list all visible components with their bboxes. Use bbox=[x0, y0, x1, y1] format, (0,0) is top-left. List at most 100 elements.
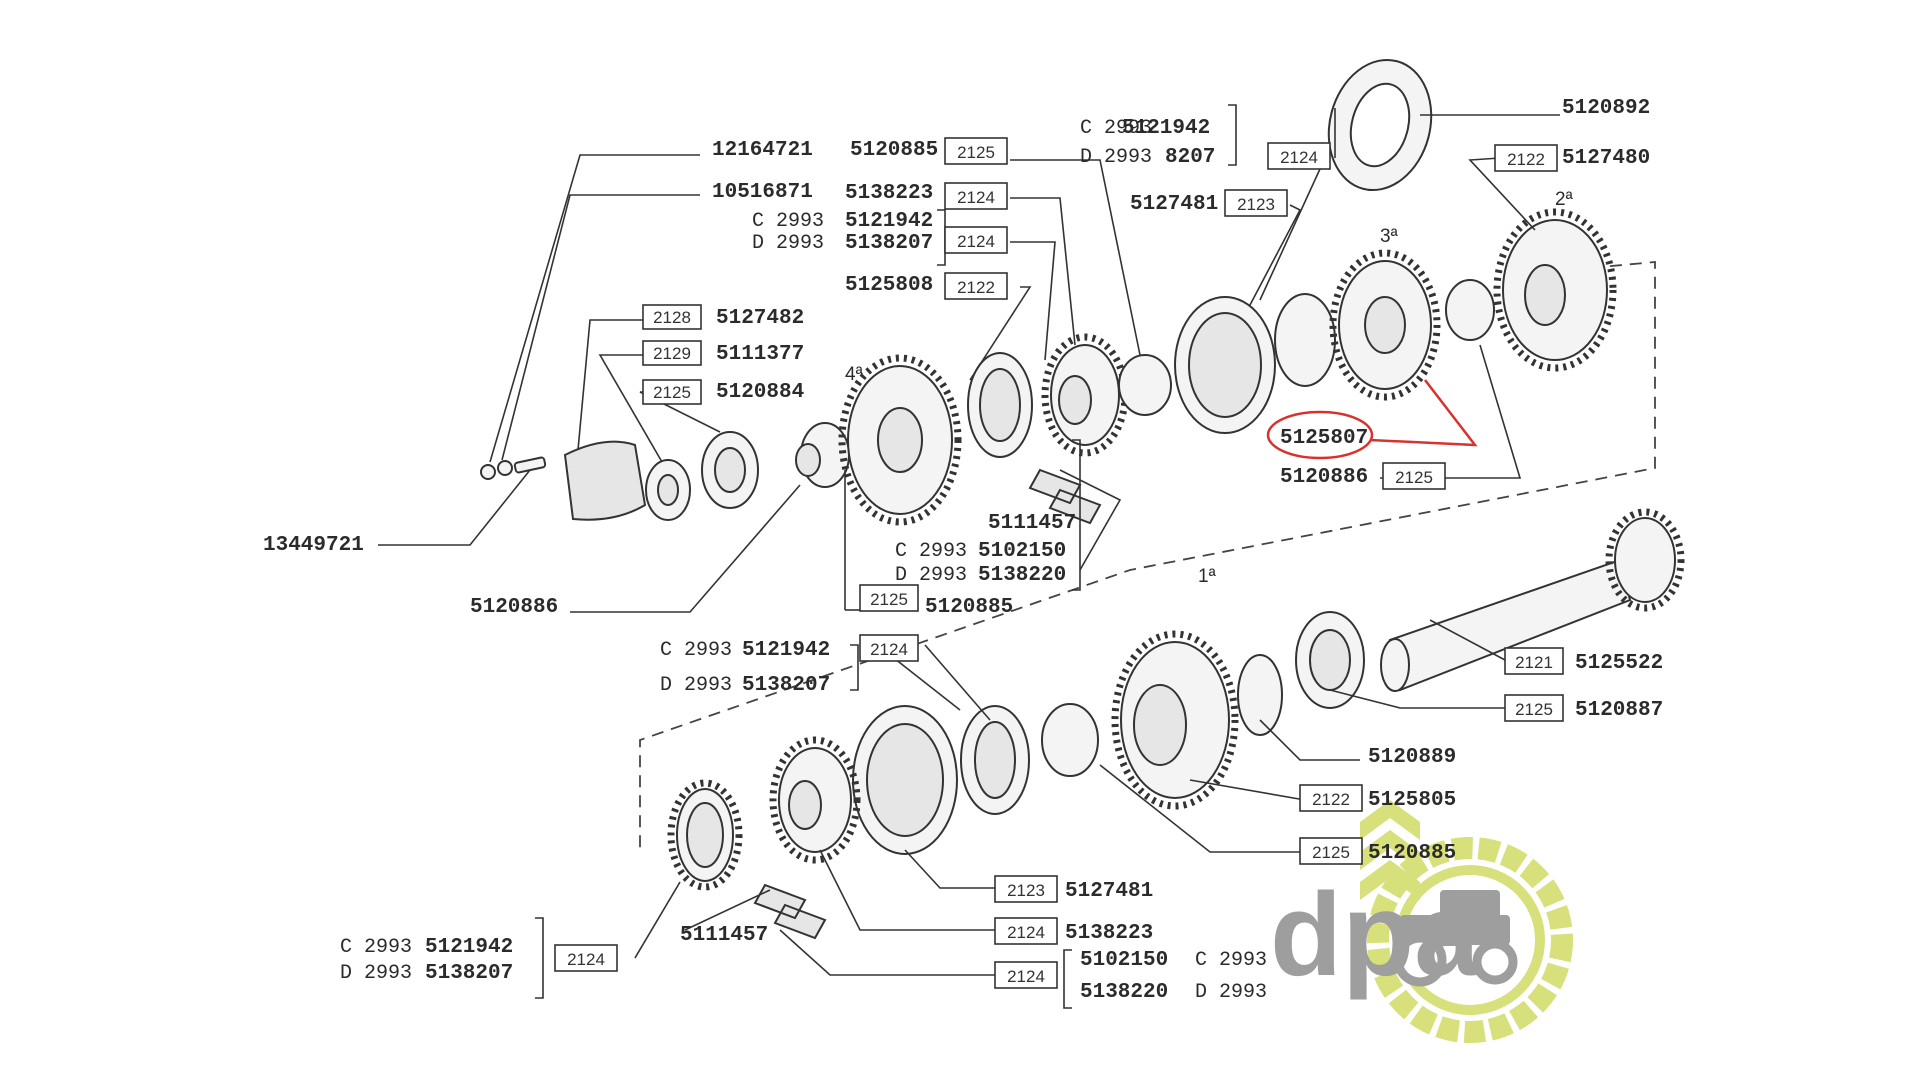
part-label: 5125807 bbox=[1280, 427, 1368, 450]
part-label: 5138207 bbox=[425, 962, 513, 985]
part-label: 13449721 bbox=[263, 534, 364, 557]
synchro-sleeve-upper bbox=[1174, 296, 1276, 434]
code-label: C 2993 bbox=[1080, 117, 1152, 140]
gear-1st bbox=[1111, 630, 1239, 810]
bushing-2nd bbox=[1445, 279, 1495, 341]
ref-box: 2124 bbox=[567, 950, 605, 969]
part-label: 5120884 bbox=[716, 381, 804, 404]
ref-box: 2122 bbox=[957, 278, 995, 297]
code-label: D 2993 bbox=[660, 674, 732, 697]
synchro-ring-lower-2 bbox=[667, 779, 743, 891]
part-label: 5121942 bbox=[1122, 117, 1210, 140]
key-set-lower bbox=[753, 883, 827, 940]
part-label: 5125808 bbox=[845, 274, 933, 297]
part-label: 12164721 bbox=[712, 139, 813, 162]
bushing-mid bbox=[1118, 354, 1172, 416]
part-label: 5120889 bbox=[1368, 746, 1456, 769]
gear-label-2: 2ª bbox=[1555, 189, 1574, 210]
part-label: 5111457 bbox=[988, 512, 1076, 535]
synchro-sleeve-lower bbox=[852, 705, 958, 855]
gear-label-4: 4ª bbox=[845, 364, 864, 385]
ref-box: 2123 bbox=[1237, 195, 1275, 214]
bearing-lower bbox=[1295, 611, 1365, 709]
ref-box: 2124 bbox=[870, 640, 908, 659]
part-label: 5121942 bbox=[845, 210, 933, 233]
part-label: 5138223 bbox=[1065, 922, 1153, 945]
ref-box: 2122 bbox=[1507, 150, 1545, 169]
code-label: C 2993 bbox=[660, 639, 732, 662]
main-shaft bbox=[1380, 508, 1685, 692]
code-label: D 2993 bbox=[1080, 146, 1152, 169]
part-label: 5120887 bbox=[1575, 699, 1663, 722]
code-label: D 2993 bbox=[340, 962, 412, 985]
tractor-icon bbox=[1393, 890, 1518, 987]
part-label: 5138220 bbox=[1080, 981, 1168, 1004]
upper-shaft-parts bbox=[480, 58, 1617, 526]
ref-box: 2124 bbox=[1007, 923, 1045, 942]
ref-boxes: 2125 2124 2124 2122 2128 2129 2125 2124 … bbox=[554, 137, 1564, 989]
part-labels: 12164721 10516871 13449721 5120886 51208… bbox=[263, 97, 1663, 1004]
part-label: 5138207 bbox=[845, 232, 933, 255]
part-label: 5120885 bbox=[925, 596, 1013, 619]
gear-4th bbox=[838, 354, 962, 526]
ref-box: 2129 bbox=[653, 344, 691, 363]
ref-box: 2124 bbox=[957, 232, 995, 251]
variant-codes: C 2993 D 2993 C 2993 D 2993 C 2993 D 299… bbox=[340, 117, 1267, 1004]
code-label: C 2993 bbox=[1195, 949, 1267, 972]
bearing-cover bbox=[563, 440, 647, 521]
part-label: 5121942 bbox=[425, 936, 513, 959]
key-set-upper bbox=[1028, 468, 1102, 525]
leader-lines bbox=[378, 108, 1560, 976]
part-label: 5120892 bbox=[1562, 97, 1650, 120]
ref-box: 2125 bbox=[1312, 843, 1350, 862]
code-label: D 2993 bbox=[752, 232, 824, 255]
part-label: 5125522 bbox=[1575, 652, 1663, 675]
part-label: 10516871 bbox=[712, 181, 813, 204]
part-label: 5111377 bbox=[716, 343, 804, 366]
ref-box: 2125 bbox=[1515, 700, 1553, 719]
part-label: 5127481 bbox=[1130, 193, 1218, 216]
part-label: 5127482 bbox=[716, 307, 804, 330]
gear-3rd bbox=[1329, 249, 1441, 401]
ref-box: 2121 bbox=[1515, 653, 1553, 672]
ref-box: 2124 bbox=[957, 188, 995, 207]
assembly-outline bbox=[639, 261, 1656, 855]
part-label: 5120885 bbox=[1368, 842, 1456, 865]
part-label: 5111457 bbox=[680, 924, 768, 947]
synchro-hub-upper bbox=[1041, 333, 1129, 457]
code-label: D 2993 bbox=[1195, 981, 1267, 1004]
ref-box: 2122 bbox=[1312, 790, 1350, 809]
washer-lower bbox=[1237, 654, 1283, 736]
part-label: 5138223 bbox=[845, 182, 933, 205]
part-label: 5121942 bbox=[742, 639, 830, 662]
gear-label-1: 1ª bbox=[1198, 566, 1217, 587]
ref-box: 2124 bbox=[1280, 148, 1318, 167]
gear-2nd bbox=[1493, 208, 1617, 372]
part-label: 5102150 bbox=[1080, 949, 1168, 972]
part-label: 5138220 bbox=[978, 564, 1066, 587]
ref-box: 2125 bbox=[957, 143, 995, 162]
synchro-ring-3 bbox=[1274, 293, 1336, 387]
gear-label-3: 3ª bbox=[1380, 226, 1399, 247]
gear-numbers: 4ª 3ª 2ª 1ª bbox=[845, 189, 1574, 587]
ref-box: 2125 bbox=[653, 383, 691, 402]
ref-box: 2123 bbox=[1007, 881, 1045, 900]
part-label: 5102150 bbox=[978, 540, 1066, 563]
bushing-lower bbox=[1041, 703, 1099, 777]
wheat-icon bbox=[1360, 800, 1420, 900]
code-label: C 2993 bbox=[340, 936, 412, 959]
part-label: 8207 bbox=[1165, 146, 1215, 169]
part-label: 5120885 bbox=[850, 139, 938, 162]
highlight-5125807 bbox=[1266, 379, 1478, 460]
dpa-logo: dpa bbox=[1270, 800, 1573, 1043]
lower-shaft-parts bbox=[667, 508, 1685, 940]
ref-box: 2124 bbox=[1007, 967, 1045, 986]
logo-text: dpa bbox=[1270, 869, 1481, 1001]
ref-box: 2125 bbox=[1395, 468, 1433, 487]
synchro-hub-lower bbox=[769, 736, 861, 864]
part-label: 5125805 bbox=[1368, 789, 1456, 812]
code-label: D 2993 bbox=[895, 564, 967, 587]
ref-box: 2128 bbox=[653, 308, 691, 327]
part-label: 5127480 bbox=[1562, 147, 1650, 170]
